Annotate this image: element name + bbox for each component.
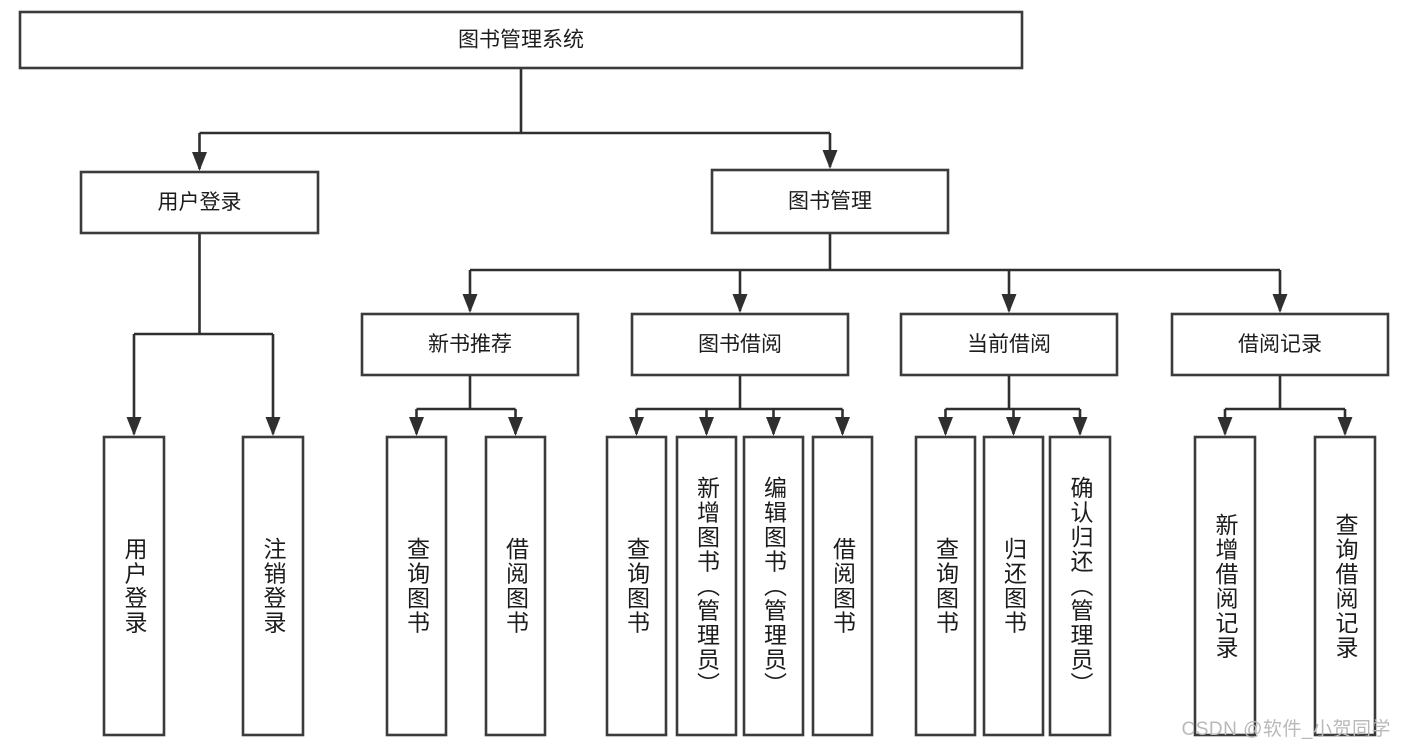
node-label-book-borrow: 图书借阅 [698, 333, 782, 356]
node-label-borrow-record: 借阅记录 [1238, 333, 1322, 356]
node-label-new-book-recommend: 新书推荐 [428, 333, 512, 356]
node-box-new-book-recommend[interactable] [360, 312, 580, 377]
node-box-root[interactable] [18, 10, 1024, 70]
leaf-box-leaf-query-book-2[interactable] [605, 435, 668, 737]
node-box-book-manage[interactable] [710, 168, 950, 235]
leaf-box-leaf-return-book[interactable] [982, 435, 1045, 737]
arrow-head-leaf-query-book-3 [938, 417, 953, 436]
arrow-head-leaf-add-book [699, 417, 714, 436]
watermark-text: CSDN @软件_小贺同学 [1181, 719, 1391, 740]
leaf-box-leaf-user-login[interactable] [102, 435, 166, 737]
node-label-root: 图书管理系统 [458, 29, 584, 52]
leaf-box-leaf-borrow-book-2[interactable] [811, 435, 874, 737]
arrow-head-leaf-borrow-book-2 [835, 417, 850, 436]
arrow-head-leaf-query-book-1 [409, 417, 424, 436]
node-label-book-manage: 图书管理 [788, 190, 872, 213]
arrow-head-leaf-query-record [1337, 417, 1353, 436]
arrow-head-leaf-edit-book [766, 417, 781, 436]
arrow-head-level2-1 [822, 150, 838, 169]
leaf-box-leaf-logout[interactable] [241, 435, 305, 737]
leaf-box-leaf-query-record[interactable] [1313, 435, 1377, 737]
arrow-head-leaf-query-book-2 [629, 417, 644, 436]
arrow-head-level3-3 [1272, 294, 1288, 313]
arrow-head-leaf-return-book [1006, 417, 1021, 436]
node-box-book-borrow[interactable] [630, 312, 850, 377]
leaf-box-leaf-add-book[interactable] [675, 435, 738, 737]
arrow-head-leaf-borrow-book-1 [508, 417, 523, 436]
arrow-head-level3-1 [732, 294, 748, 313]
node-label-current-borrow: 当前借阅 [967, 333, 1051, 356]
node-label-user-login: 用户登录 [158, 191, 242, 214]
arrow-head-leaf-add-record [1217, 417, 1233, 436]
node-box-current-borrow[interactable] [899, 312, 1119, 377]
leaf-box-leaf-edit-book[interactable] [742, 435, 805, 737]
node-box-borrow-record[interactable] [1170, 312, 1390, 377]
arrow-head-level2-0 [192, 152, 207, 171]
leaf-box-leaf-confirm-return[interactable] [1048, 435, 1112, 737]
arrow-head-level3-2 [1001, 294, 1017, 313]
arrow-head-leaf-user-login [126, 417, 142, 436]
boxes-layer [18, 10, 1390, 737]
leaf-box-leaf-query-book-3[interactable] [914, 435, 977, 737]
arrow-head-leaf-logout [265, 417, 281, 436]
leaf-box-leaf-add-record[interactable] [1193, 435, 1257, 737]
arrow-head-level3-0 [462, 294, 478, 313]
connectors-layer [126, 68, 1353, 436]
leaf-box-leaf-borrow-book-1[interactable] [484, 435, 547, 737]
arrow-head-leaf-confirm-return [1072, 417, 1088, 436]
leaf-box-leaf-query-book-1[interactable] [385, 435, 448, 737]
node-box-user-login[interactable] [79, 170, 320, 235]
